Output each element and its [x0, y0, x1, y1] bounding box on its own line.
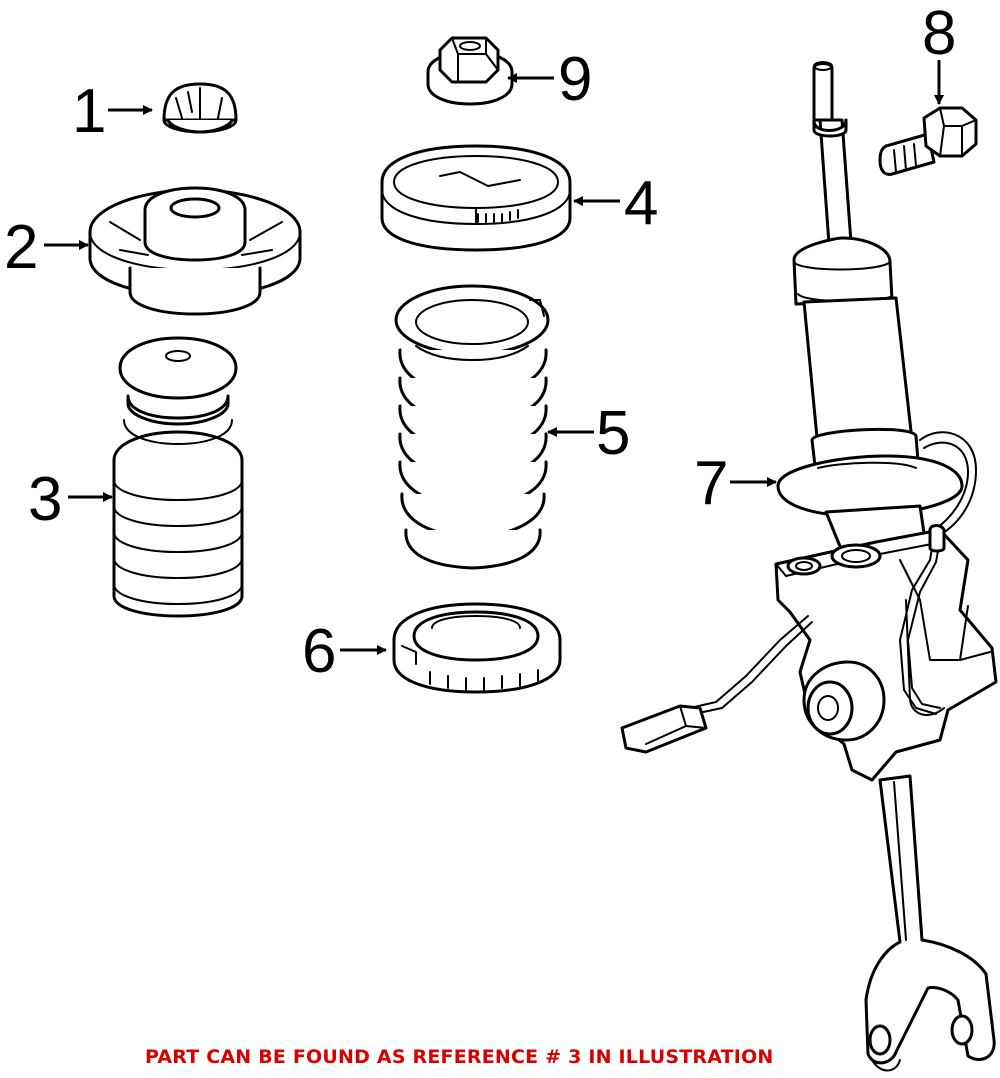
part-2-upper-mount	[88, 186, 302, 316]
part-5-coil-spring	[394, 284, 550, 570]
callout-9: 9	[507, 45, 592, 114]
reference-note: PART CAN BE FOUND AS REFERENCE # 3 IN IL…	[145, 1046, 774, 1068]
callout-1: 1	[72, 77, 153, 146]
callout-7: 7	[694, 449, 777, 518]
callout-number-5: 5	[596, 399, 630, 468]
callout-number-6: 6	[302, 617, 336, 686]
callout-5: 5	[547, 399, 630, 468]
callout-number-3: 3	[28, 465, 62, 534]
part-4-upper-spring-seat	[380, 144, 572, 252]
callout-number-7: 7	[694, 449, 728, 518]
callout-6: 6	[302, 617, 387, 686]
part-9-nut	[426, 36, 514, 106]
callout-number-4: 4	[624, 169, 658, 238]
part-3-bump-stop	[112, 336, 244, 618]
callout-number-8: 8	[922, 0, 956, 68]
callout-number-1: 1	[72, 77, 106, 146]
part-1-cap	[162, 82, 238, 134]
callout-2: 2	[4, 213, 89, 282]
callout-4: 4	[573, 169, 658, 238]
part-6-lower-spring-seat	[392, 602, 562, 694]
part-7-strut-assembly	[620, 61, 998, 1072]
callout-number-9: 9	[558, 45, 592, 114]
part-8-bolt	[878, 106, 978, 176]
callout-3: 3	[28, 465, 113, 534]
callout-number-2: 2	[4, 213, 38, 282]
callout-8: 8	[922, 0, 956, 105]
